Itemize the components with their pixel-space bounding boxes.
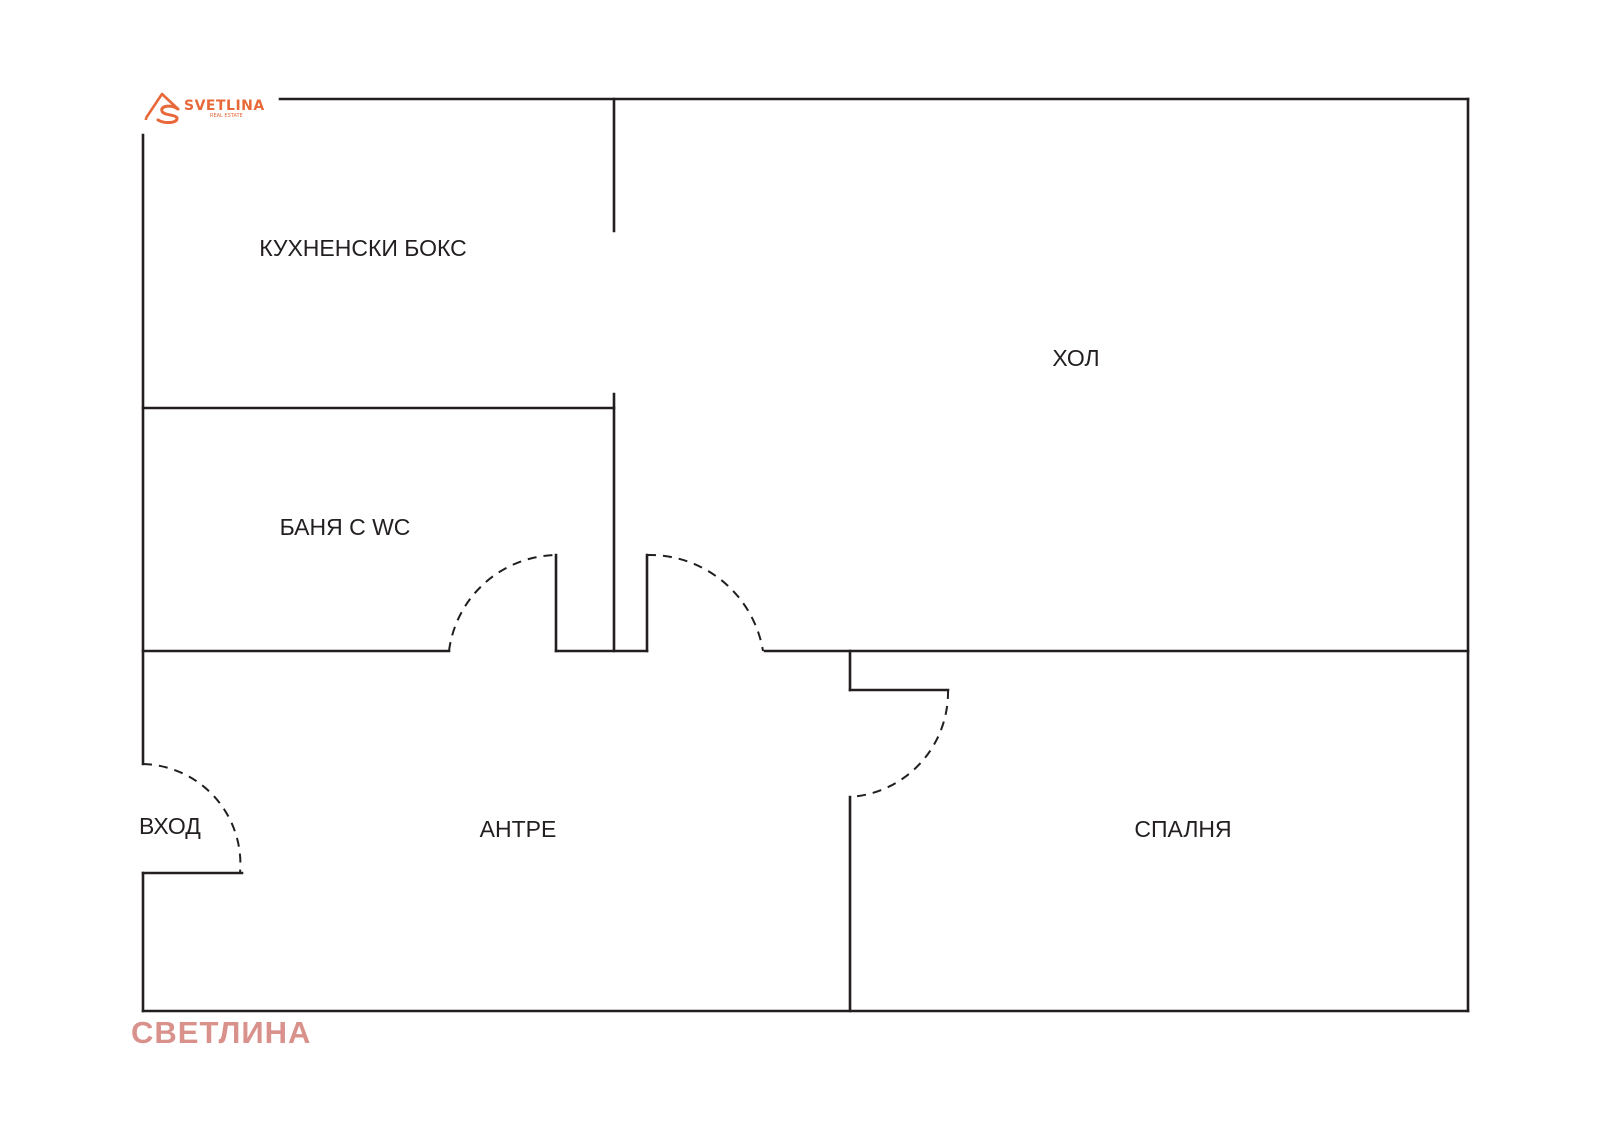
label-hall: АНТРЕ — [480, 816, 557, 842]
label-bathroom: БАНЯ С WC — [280, 514, 411, 540]
walls — [141, 97, 1470, 1013]
living-door-swing — [646, 553, 764, 652]
room-labels: КУХНЕНСКИ БОКС ХОЛ БАНЯ С WC ВХОД АНТРЕ … — [139, 235, 1232, 842]
entrance-door-swing — [142, 763, 242, 874]
label-entrance: ВХОД — [139, 813, 201, 839]
watermark-text: СВЕТЛИНА — [131, 1015, 311, 1050]
label-living: ХОЛ — [1052, 345, 1099, 371]
logo-brand: SVETLINA — [184, 98, 265, 114]
label-kitchen: КУХНЕНСКИ БОКС — [259, 235, 467, 261]
logo-tagline: REAL ESTATE — [210, 113, 243, 119]
bathroom-door-swing — [448, 554, 557, 652]
house-s-icon — [144, 92, 180, 124]
logo: SVETLINA REAL ESTATE — [144, 92, 265, 124]
bedroom-door-swing — [849, 689, 950, 798]
label-bedroom: СПАЛНЯ — [1134, 816, 1231, 842]
door-swings — [142, 553, 950, 874]
